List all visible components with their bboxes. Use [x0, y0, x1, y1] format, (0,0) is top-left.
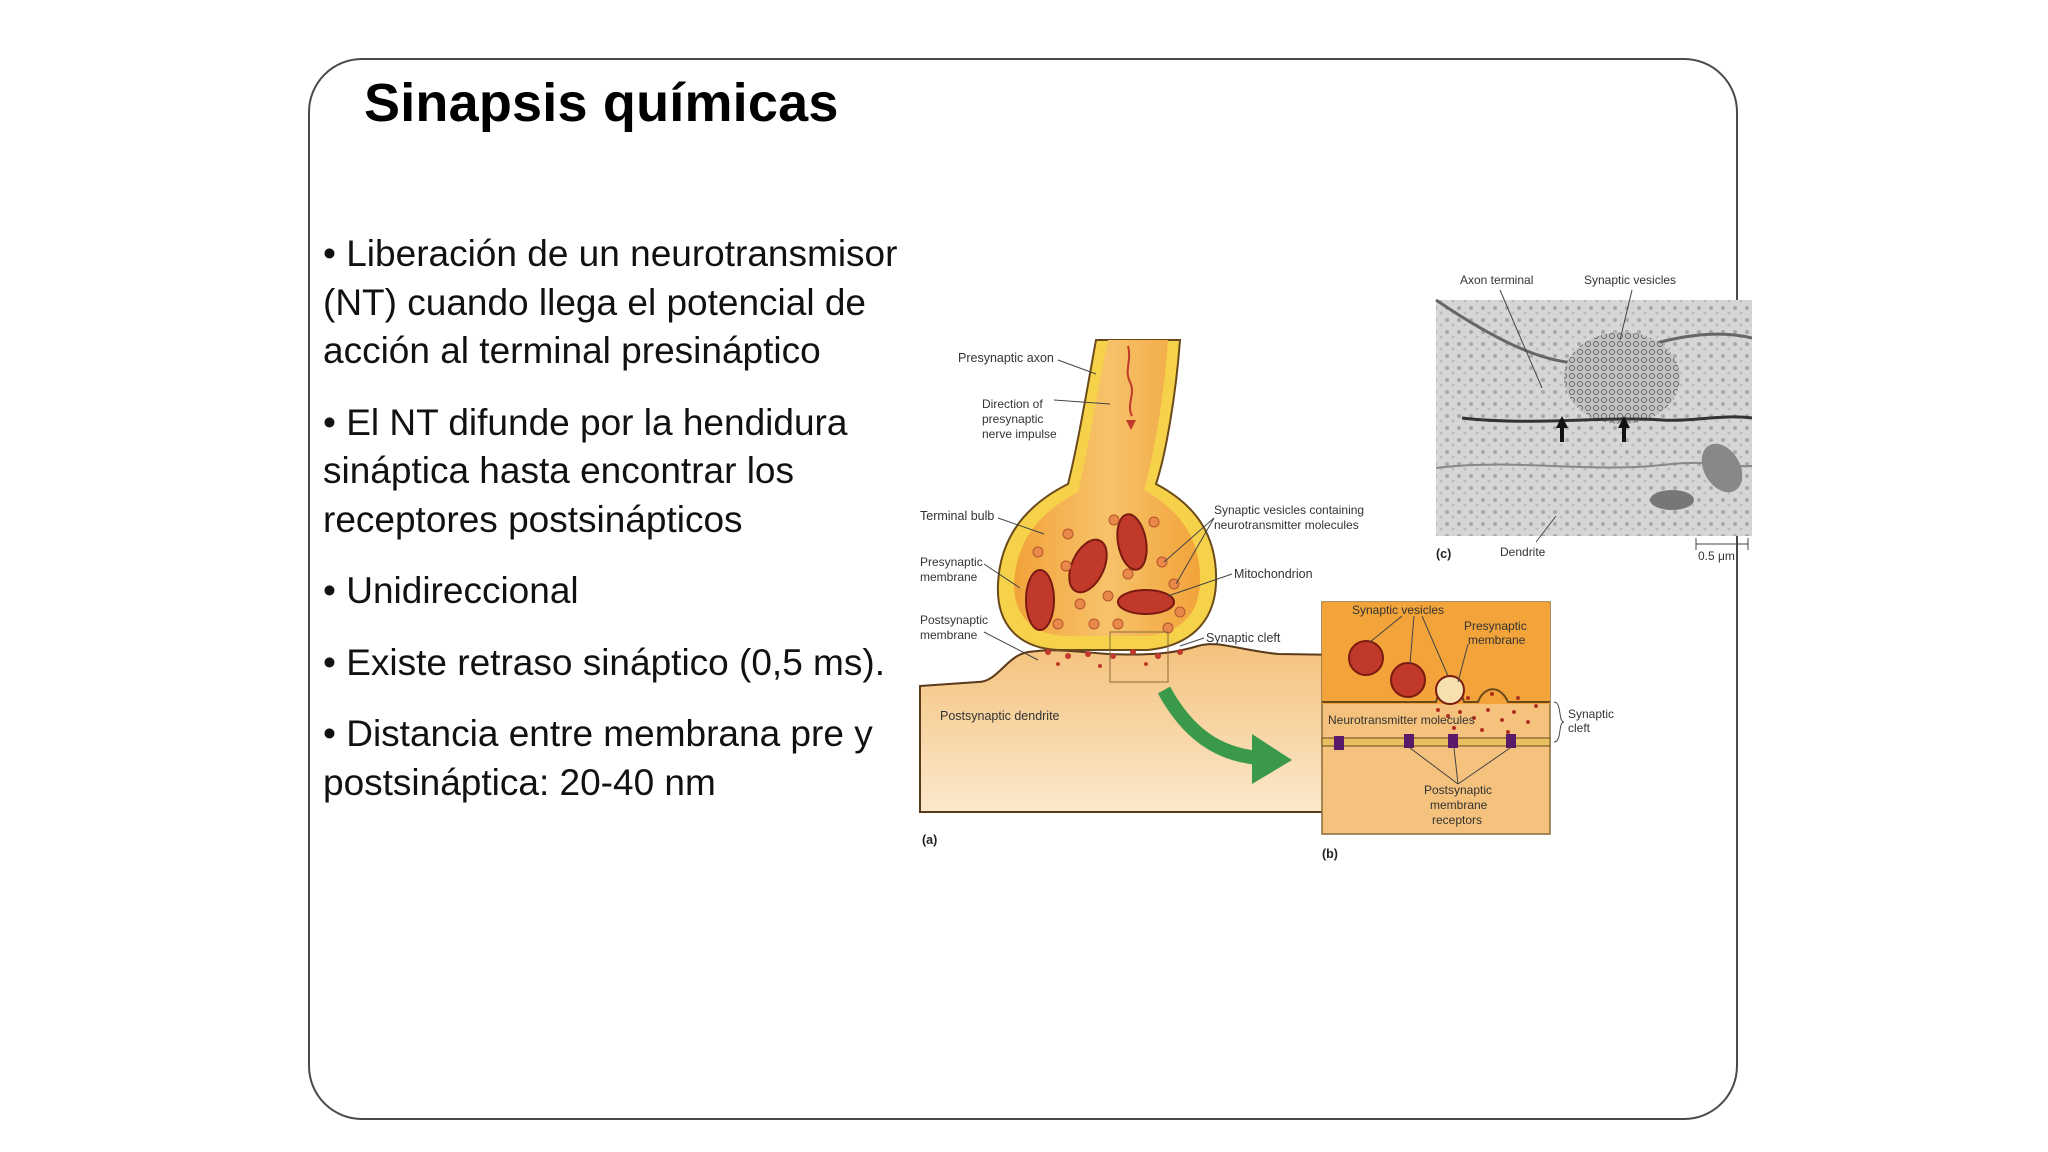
label-synaptic-cleft: Synaptic cleft: [1206, 631, 1281, 645]
synapse-diagram-b: Synaptic vesicles Presynaptic membrane N…: [1321, 601, 1614, 861]
bullet-item: Distancia entre membrana pre y postsináp…: [323, 710, 903, 807]
label-mitochondrion: Mitochondrion: [1234, 567, 1313, 581]
synapse-diagram-a: Presynaptic axon Direction of presynapti…: [919, 339, 1418, 847]
panel-c-letter: (c): [1436, 547, 1451, 561]
label-b-receptors: membrane: [1430, 798, 1488, 812]
label-b-receptors: receptors: [1432, 813, 1482, 827]
label-direction: presynaptic: [982, 412, 1043, 426]
label-b-synaptic-cleft: cleft: [1568, 721, 1591, 735]
label-presynaptic-axon: Presynaptic axon: [958, 351, 1054, 365]
bullet-item: El NT difunde por la hendidura sináptica…: [323, 399, 903, 545]
label-direction: Direction of: [982, 397, 1043, 411]
label-b-presynaptic-membrane: Presynaptic: [1464, 619, 1527, 633]
electron-micrograph-c: Axon terminal Synaptic vesicles Dendrite…: [1435, 273, 1752, 563]
label-presynaptic-membrane: membrane: [920, 570, 978, 584]
panel-b-letter: (b): [1322, 847, 1338, 861]
label-direction: nerve impulse: [982, 427, 1057, 441]
label-b-presynaptic-membrane: membrane: [1468, 633, 1526, 647]
label-postsynaptic-membrane: membrane: [920, 628, 978, 642]
label-c-scale: 0.5 μm: [1698, 549, 1735, 563]
label-terminal-bulb: Terminal bulb: [920, 509, 994, 523]
panel-a-letter: (a): [922, 833, 937, 847]
label-c-synaptic-vesicles: Synaptic vesicles: [1584, 273, 1676, 287]
label-postsynaptic-membrane: Postsynaptic: [920, 613, 988, 627]
label-b-receptors: Postsynaptic: [1424, 783, 1492, 797]
label-b-synaptic-vesicles: Synaptic vesicles: [1352, 603, 1444, 617]
bullet-item: Unidireccional: [323, 567, 903, 616]
bullet-item: Liberación de un neurotransmisor (NT) cu…: [323, 230, 903, 376]
label-b-synaptic-cleft: Synaptic: [1568, 707, 1614, 721]
label-synaptic-vesicles: neurotransmitter molecules: [1214, 518, 1359, 532]
slide-title: Sinapsis químicas: [364, 73, 839, 133]
label-b-neurotransmitter: Neurotransmitter molecules: [1328, 713, 1475, 727]
label-c-dendrite: Dendrite: [1500, 545, 1546, 559]
label-synaptic-vesicles: Synaptic vesicles containing: [1214, 503, 1364, 517]
bullet-item: Existe retraso sináptico (0,5 ms).: [323, 639, 903, 688]
label-postsynaptic-dendrite: Postsynaptic dendrite: [940, 709, 1060, 723]
label-presynaptic-membrane: Presynaptic: [920, 555, 983, 569]
label-c-axon-terminal: Axon terminal: [1460, 273, 1533, 287]
bullet-list: Liberación de un neurotransmisor (NT) cu…: [323, 230, 903, 830]
